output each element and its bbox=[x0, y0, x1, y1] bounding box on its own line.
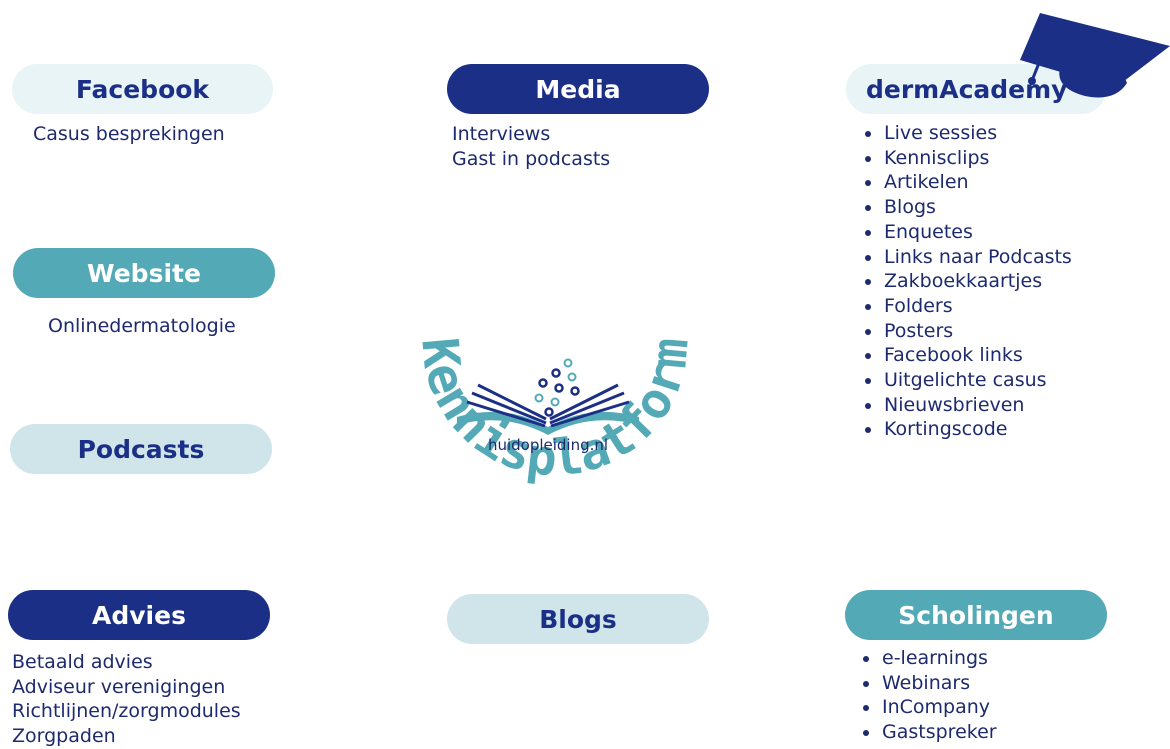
book-logo-icon bbox=[457, 358, 639, 435]
list-item: Richtlijnen/zorgmodules bbox=[0, 699, 241, 724]
scholingen-list: e-learnings Webinars InCompany Gastsprek… bbox=[860, 646, 997, 745]
list-item: Kortingscode bbox=[862, 417, 1072, 442]
scholingen-pill: Scholingen bbox=[845, 590, 1107, 640]
website-item: Onlinedermatologie bbox=[48, 315, 236, 337]
list-item: Facebook links bbox=[862, 343, 1072, 368]
media-item-interviews: Interviews bbox=[452, 123, 551, 145]
media-pill: Media bbox=[447, 64, 709, 114]
list-item: Blogs bbox=[862, 195, 1072, 220]
list-item: Adviseur verenigingen bbox=[0, 675, 241, 700]
media-item-podcasts: Gast in podcasts bbox=[452, 148, 611, 170]
logo-text: huidopleiding.nl bbox=[488, 436, 608, 454]
list-item: Webinars bbox=[860, 671, 997, 696]
facebook-pill: Facebook bbox=[12, 64, 273, 114]
list-item: Artikelen bbox=[862, 170, 1072, 195]
list-item: InCompany bbox=[860, 695, 997, 720]
graduation-cap-icon bbox=[1020, 13, 1170, 98]
facebook-item: Casus besprekingen bbox=[33, 123, 225, 145]
list-item: Enquetes bbox=[862, 220, 1072, 245]
list-item: Live sessies bbox=[862, 121, 1072, 146]
list-item: Betaald advies bbox=[0, 650, 241, 675]
list-item: Links naar Podcasts bbox=[862, 245, 1072, 270]
list-item: Uitgelichte casus bbox=[862, 368, 1072, 393]
list-item: Folders bbox=[862, 294, 1072, 319]
blogs-pill: Blogs bbox=[447, 594, 709, 644]
advies-list: Betaald advies Adviseur verenigingen Ric… bbox=[0, 650, 241, 749]
website-pill: Website bbox=[13, 248, 275, 298]
kennisplatform-emblem: Kennisplatform huidopleiding.nl bbox=[410, 335, 700, 487]
arc-title: Kennisplatform bbox=[410, 335, 700, 487]
dermacademy-list: Live sessies Kennisclips Artikelen Blogs… bbox=[862, 121, 1072, 442]
list-item: Zorgpaden bbox=[0, 724, 241, 749]
advies-pill: Advies bbox=[8, 590, 270, 640]
list-item: Posters bbox=[862, 319, 1072, 344]
list-item: Kennisclips bbox=[862, 146, 1072, 171]
list-item: Zakboekkaartjes bbox=[862, 269, 1072, 294]
list-item: Nieuwsbrieven bbox=[862, 393, 1072, 418]
list-item: Gastspreker bbox=[860, 720, 997, 745]
podcasts-pill: Podcasts bbox=[10, 424, 272, 474]
list-item: e-learnings bbox=[860, 646, 997, 671]
